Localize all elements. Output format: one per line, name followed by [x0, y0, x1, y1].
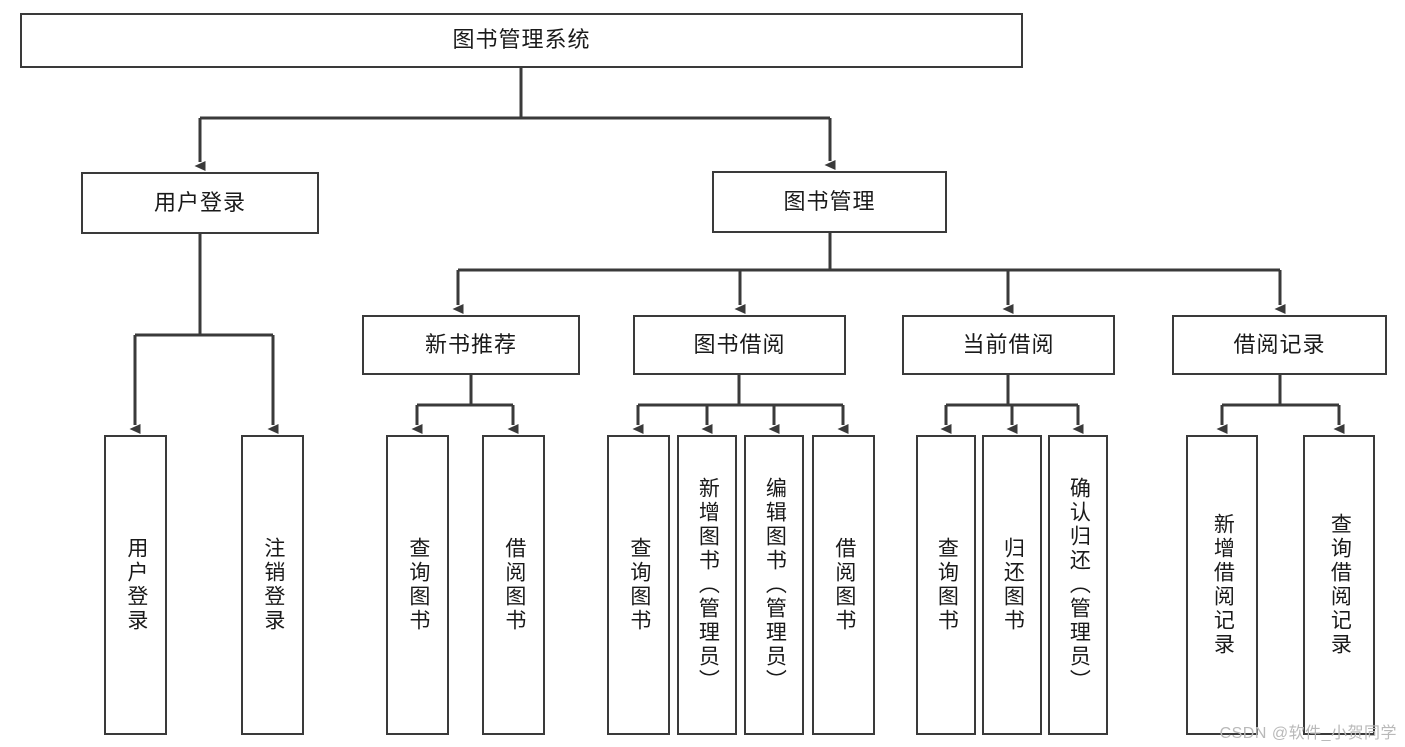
- leaf-node[interactable]: 借阅图书: [482, 435, 545, 735]
- node-new-book-recommend-label: 新书推荐: [424, 331, 517, 357]
- node-book-borrow[interactable]: 图书借阅: [633, 315, 846, 375]
- node-user-login-label: 用户登录: [153, 189, 246, 215]
- node-user-login[interactable]: 用户登录: [81, 172, 319, 234]
- node-current-borrow[interactable]: 当前借阅: [902, 315, 1115, 375]
- leaf-node[interactable]: 注销登录: [241, 435, 304, 735]
- csdn-watermark: CSDN @软件_小贺同学: [1219, 725, 1397, 742]
- node-current-borrow-label: 当前借阅: [962, 331, 1055, 357]
- leaf-node[interactable]: 用户登录: [104, 435, 167, 735]
- leaf-node[interactable]: 归还图书: [982, 435, 1042, 735]
- leaf-node-label: 查询图书: [627, 537, 651, 633]
- leaf-node[interactable]: 查询图书: [916, 435, 976, 735]
- node-book-management[interactable]: 图书管理: [712, 171, 947, 233]
- leaf-node[interactable]: 查询图书: [386, 435, 449, 735]
- node-borrow-record[interactable]: 借阅记录: [1172, 315, 1387, 375]
- node-root[interactable]: 图书管理系统: [20, 13, 1023, 68]
- leaf-node-label: 新增图书（管理员）: [696, 477, 720, 693]
- leaf-node-label: 用户登录: [124, 537, 148, 633]
- leaf-node-label: 借阅图书: [832, 537, 856, 633]
- leaf-node[interactable]: 编辑图书（管理员）: [744, 435, 804, 735]
- leaf-node[interactable]: 新增图书（管理员）: [677, 435, 737, 735]
- node-new-book-recommend[interactable]: 新书推荐: [362, 315, 580, 375]
- leaf-node-label: 新增借阅记录: [1211, 513, 1235, 657]
- node-book-management-label: 图书管理: [783, 188, 876, 214]
- leaf-node-label: 注销登录: [261, 537, 285, 633]
- leaf-node[interactable]: 查询借阅记录: [1303, 435, 1375, 735]
- leaf-node[interactable]: 新增借阅记录: [1186, 435, 1258, 735]
- node-book-borrow-label: 图书借阅: [693, 331, 786, 357]
- leaf-node-label: 归还图书: [1001, 537, 1025, 633]
- leaf-node-label: 确认归还（管理员）: [1067, 477, 1091, 693]
- leaf-node[interactable]: 查询图书: [607, 435, 670, 735]
- leaf-node[interactable]: 确认归还（管理员）: [1048, 435, 1108, 735]
- leaf-node-label: 查询借阅记录: [1328, 513, 1352, 657]
- node-root-label: 图书管理系统: [452, 27, 591, 53]
- leaf-node-label: 编辑图书（管理员）: [763, 477, 787, 693]
- leaf-node-label: 借阅图书: [502, 537, 526, 633]
- node-borrow-record-label: 借阅记录: [1233, 331, 1326, 357]
- leaf-node[interactable]: 借阅图书: [812, 435, 875, 735]
- leaf-node-label: 查询图书: [406, 537, 430, 633]
- leaf-node-label: 查询图书: [935, 537, 959, 633]
